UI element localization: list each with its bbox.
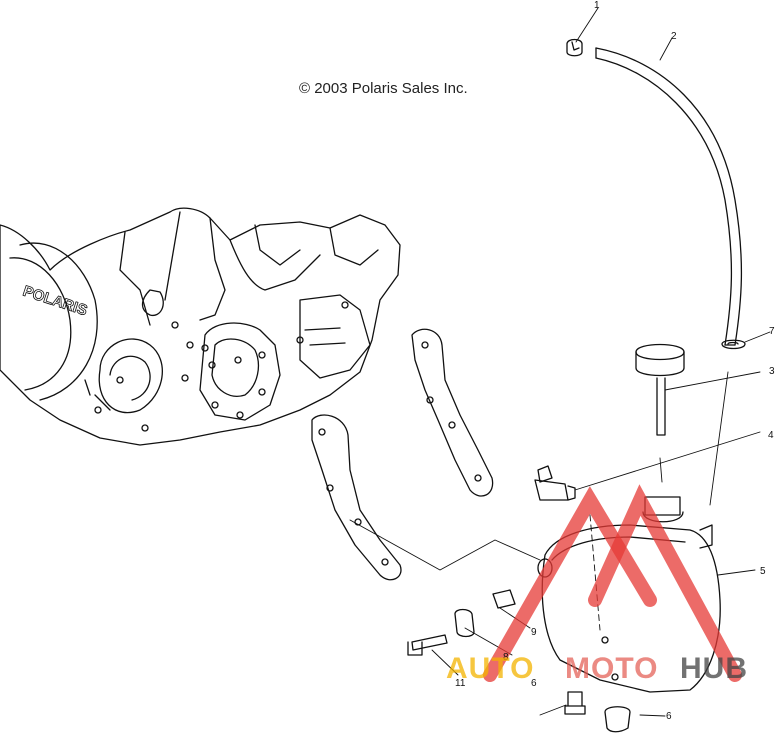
callout-1: 1 bbox=[594, 0, 600, 11]
watermark-moto: MOTO bbox=[565, 652, 659, 685]
elbow-fitting bbox=[534, 465, 576, 501]
reservoir-cap bbox=[635, 343, 685, 436]
callout-11: 11 bbox=[455, 678, 466, 689]
callout-3: 3 bbox=[769, 366, 775, 377]
callout-2: 2 bbox=[671, 31, 677, 42]
callout-9: 9 bbox=[531, 627, 537, 638]
leader-lines bbox=[349, 7, 771, 717]
hose-clamp bbox=[566, 38, 583, 57]
watermark-hub: HUB bbox=[680, 652, 748, 685]
coolant-hose bbox=[595, 47, 743, 346]
watermark-auto: AUTO bbox=[446, 652, 535, 685]
copyright-notice: © 2003 Polaris Sales Inc. bbox=[299, 80, 468, 97]
callout-8: 8 bbox=[503, 652, 509, 663]
small-hardware bbox=[407, 589, 631, 733]
mounting-bracket-right bbox=[411, 328, 494, 497]
callout-6-nut: 6 bbox=[666, 711, 672, 722]
watermark-logo bbox=[483, 484, 742, 682]
engine-assembly bbox=[0, 207, 401, 446]
washer bbox=[721, 339, 746, 350]
callout-7: 7 bbox=[769, 326, 775, 337]
callout-5: 5 bbox=[760, 566, 766, 577]
callout-6-bolt: 6 bbox=[531, 678, 537, 689]
mounting-bracket-left bbox=[311, 414, 402, 581]
callout-4: 4 bbox=[768, 430, 774, 441]
engine-logo: POLARIS bbox=[21, 283, 90, 320]
